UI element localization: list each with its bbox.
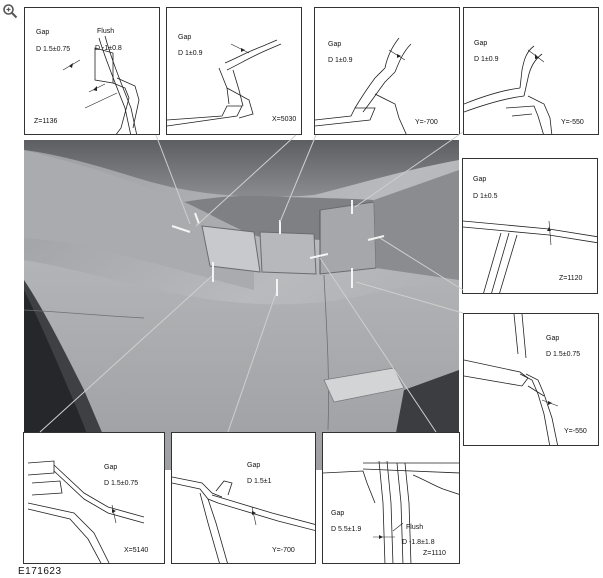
detail-panel-5: Gap D 1±0.5 Z=1120 <box>462 158 598 294</box>
vehicle-render <box>24 140 459 470</box>
detail-panel-2: Gap D 1±0.9 X=5030 <box>166 7 302 135</box>
flush-label: Flush <box>97 28 115 35</box>
detail-panel-3: Gap D 1±0.9 Y=-700 <box>314 7 460 135</box>
section-coordinate: Y=-550 <box>561 119 584 126</box>
detail-panel-7: Gap D 1.5±0.75 X=5140 <box>23 432 165 564</box>
gap-label: Gap <box>546 335 560 342</box>
detail-panel-9: Gap D 5.5±1.9 Flush D -1.8±1.8 Z=1110 <box>322 432 460 564</box>
gap-value: D 1±0.5 <box>473 193 498 200</box>
gap-label: Gap <box>104 464 118 471</box>
gap-label: Gap <box>247 462 261 469</box>
section-coordinate: X=5030 <box>272 116 297 123</box>
gap-value: D 1.5±0.75 <box>104 480 139 487</box>
gap-value: D 1.5±1 <box>247 478 272 485</box>
flush-label: Flush <box>406 524 424 531</box>
gap-value: D 1.5±0.75 <box>36 46 71 53</box>
gap-value: D 1±0.9 <box>474 56 499 63</box>
gap-label: Gap <box>36 29 50 36</box>
section-coordinate: Z=1136 <box>34 118 58 125</box>
zoom-in-icon[interactable] <box>2 3 18 19</box>
gap-value: D 1.5±0.75 <box>546 351 581 358</box>
section-coordinate: Y=-700 <box>272 547 295 554</box>
gap-value: D 1±0.9 <box>328 57 353 64</box>
gap-label: Gap <box>328 41 342 48</box>
detail-panel-8: Gap D 1.5±1 Y=-700 <box>171 432 316 564</box>
section-coordinate: Y=-550 <box>564 428 587 435</box>
section-coordinate: Y=-700 <box>415 119 438 126</box>
gap-label: Gap <box>178 34 192 41</box>
detail-panel-1: Gap D 1.5±0.75 Flush D -1±0.8 Z=1136 <box>24 7 160 135</box>
gap-label: Gap <box>474 40 488 47</box>
section-coordinate: Z=1120 <box>559 275 583 282</box>
section-coordinate: X=5140 <box>124 547 149 554</box>
gap-label: Gap <box>473 176 487 183</box>
gap-label: Gap <box>331 510 345 517</box>
detail-panel-4: Gap D 1±0.9 Y=-550 <box>463 7 599 135</box>
figure-id: E171623 <box>18 566 62 577</box>
section-coordinate: Z=1110 <box>423 550 446 557</box>
flush-value: D -1.8±1.8 <box>402 539 435 546</box>
flush-value: D -1±0.8 <box>95 45 122 52</box>
gap-value: D 1±0.9 <box>178 50 203 57</box>
gap-value: D 5.5±1.9 <box>331 526 362 533</box>
detail-panel-6: Gap D 1.5±0.75 Y=-550 <box>463 313 599 446</box>
